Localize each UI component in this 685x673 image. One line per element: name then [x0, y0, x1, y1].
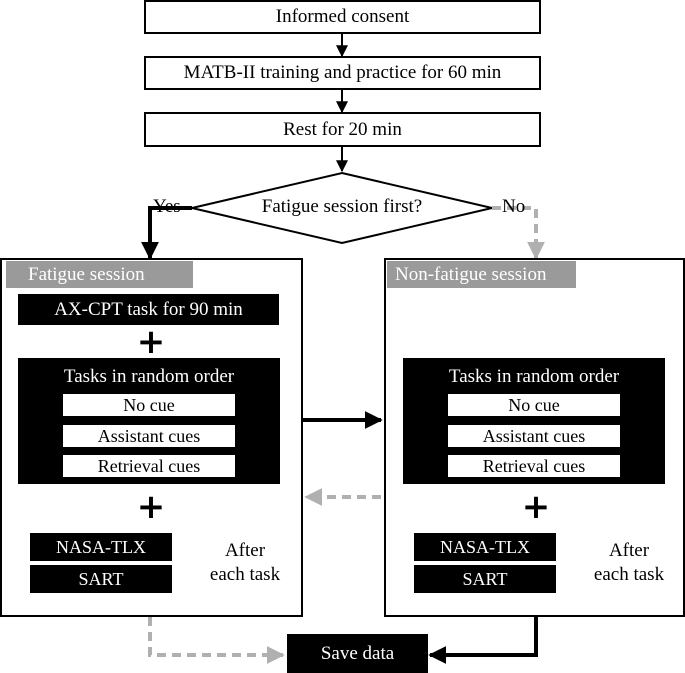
- nonfatigue-after-line2: each task: [593, 564, 665, 585]
- nonfatigue-task-no-cue: No cue: [448, 394, 620, 416]
- informed-consent-label: Informed consent: [275, 6, 410, 27]
- nonfatigue-tasks-header: Tasks in random order: [448, 366, 620, 387]
- rest-label: Rest for 20 min: [283, 118, 402, 140]
- no-label: No: [502, 196, 526, 217]
- arrow-fatigue-to-save: [148, 617, 285, 664]
- decision-label: Fatigue session first?: [261, 196, 423, 217]
- nonfatigue-after-each-task: After each task: [576, 539, 682, 587]
- plus-icon: +: [136, 322, 166, 362]
- fatigue-tasks-box: Tasks in random order: [18, 358, 280, 484]
- fatigue-session-title: Fatigue session: [6, 261, 193, 288]
- plus-icon: +: [521, 487, 551, 527]
- nonfatigue-session-title: Non-fatigue session: [387, 261, 576, 288]
- yes-label: Yes: [153, 196, 181, 217]
- nonfatigue-sart: SART: [414, 565, 556, 593]
- fatigue-task-assistant-cues: Assistant cues: [63, 425, 235, 447]
- fatigue-tasks-header: Tasks in random order: [63, 366, 235, 387]
- arrow-yes-branch: [141, 206, 192, 260]
- axcpt-task-box: AX-CPT task for 90 min: [18, 294, 279, 325]
- arrow-nonfatigue-to-save: [428, 617, 538, 664]
- fatigue-sart: SART: [30, 565, 172, 593]
- fatigue-task-no-cue: No cue: [63, 394, 235, 416]
- decision-diamond: [191, 171, 493, 245]
- fatigue-nasa-tlx: NASA-TLX: [30, 533, 172, 561]
- nonfatigue-after-line1: After: [608, 540, 650, 561]
- rest-box: Rest for 20 min: [144, 112, 541, 147]
- informed-consent-box: Informed consent: [144, 0, 541, 34]
- arrow-no-branch: [492, 206, 545, 260]
- fatigue-after-line1: After: [224, 540, 266, 561]
- fatigue-task-retrieval-cues: Retrieval cues: [63, 455, 235, 477]
- plus-icon: +: [136, 487, 166, 527]
- nonfatigue-task-retrieval-cues: Retrieval cues: [448, 455, 620, 477]
- fatigue-after-each-task: After each task: [192, 539, 298, 587]
- nonfatigue-task-assistant-cues: Assistant cues: [448, 425, 620, 447]
- training-label: MATB-II training and practice for 60 min: [183, 62, 502, 83]
- fatigue-after-line2: each task: [209, 564, 281, 585]
- training-box: MATB-II training and practice for 60 min: [144, 56, 541, 90]
- nonfatigue-nasa-tlx: NASA-TLX: [414, 533, 556, 561]
- save-data-box: Save data: [287, 634, 428, 673]
